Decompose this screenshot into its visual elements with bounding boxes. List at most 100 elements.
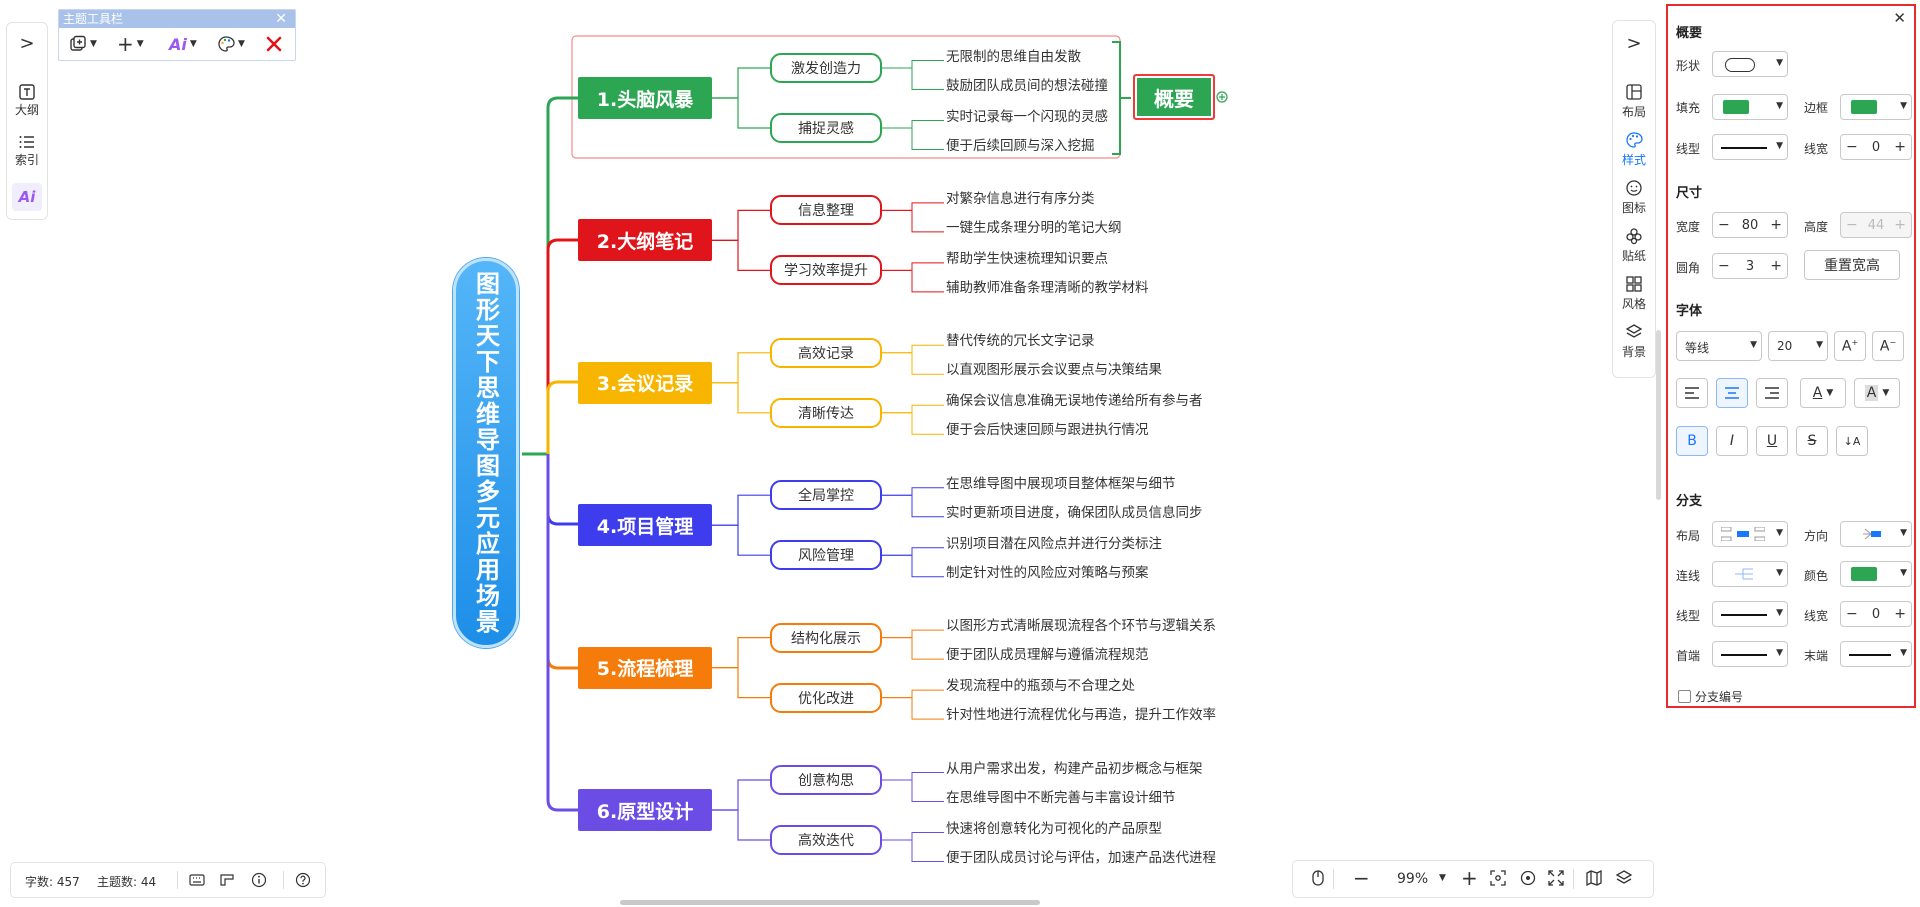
decrease-button[interactable]: − (1718, 217, 1730, 233)
index-tab[interactable]: 索引 (7, 133, 47, 168)
decrease-button[interactable]: − (1718, 258, 1730, 274)
tab-icons[interactable]: 图标 (1613, 179, 1655, 216)
reset-size-button[interactable]: 重置宽高 (1804, 250, 1900, 280)
branch-direction-select[interactable]: ▼ (1840, 521, 1912, 547)
leaf-topic[interactable]: 便于团队成员讨论与评估，加速产品迭代进程 (946, 849, 1216, 866)
leaf-topic[interactable]: 快速将创意转化为可视化的产品原型 (946, 820, 1162, 837)
leaf-topic[interactable]: 替代传统的冗长文字记录 (946, 333, 1095, 350)
branch-line-type-select[interactable]: ▼ (1712, 601, 1788, 627)
insert-topic-dropdown[interactable]: ▼ (69, 32, 97, 56)
hand-pan-icon[interactable] (1311, 869, 1325, 887)
map-icon[interactable] (1585, 869, 1603, 887)
subtopic[interactable]: 信息整理 (770, 195, 882, 226)
branch-topic[interactable]: 2.大纲笔记 (578, 219, 712, 262)
subtopic[interactable]: 高效记录 (770, 337, 882, 368)
style-dropdown[interactable]: ▼ (217, 32, 245, 56)
line-width-stepper[interactable]: − 0 + (1840, 134, 1912, 160)
increase-button[interactable]: + (1894, 139, 1906, 155)
branch-end-select[interactable]: ▼ (1840, 641, 1912, 667)
leaf-topic[interactable]: 识别项目潜在风险点并进行分类标注 (946, 535, 1162, 552)
width-stepper[interactable]: − 80 + (1712, 212, 1788, 238)
toolbar-close-button[interactable]: ✕ (275, 11, 287, 27)
leaf-topic[interactable]: 在思维导图中展现项目整体框架与细节 (946, 475, 1176, 492)
radius-stepper[interactable]: − 3 + (1712, 253, 1788, 279)
increase-button[interactable]: + (1770, 217, 1782, 233)
leaf-topic[interactable]: 无限制的思维自由发散 (946, 48, 1081, 65)
zoom-level[interactable]: 99% (1397, 871, 1429, 887)
font-color-select[interactable]: A▼ (1800, 378, 1846, 408)
delete-topic-button[interactable] (265, 32, 283, 56)
help-icon[interactable] (295, 872, 311, 888)
fill-color-select[interactable]: ▼ (1712, 94, 1788, 120)
add-dropdown[interactable]: + ▼ (117, 32, 144, 56)
leaf-topic[interactable]: 从用户需求出发，构建产品初步概念与框架 (946, 760, 1203, 777)
ai-dropdown[interactable]: Ai ▼ (169, 32, 197, 56)
chevron-down-icon[interactable]: ▼ (1439, 873, 1446, 883)
increase-font-button[interactable]: A+ (1834, 331, 1866, 361)
zoom-out-button[interactable]: − (1353, 866, 1370, 890)
leaf-topic[interactable]: 确保会议信息准确无误地传递给所有参与者 (946, 393, 1203, 410)
close-panel-button[interactable]: ✕ (1893, 9, 1906, 27)
line-type-select[interactable]: ▼ (1712, 134, 1788, 160)
subtopic[interactable]: 优化改进 (770, 682, 882, 713)
align-center-button[interactable] (1716, 378, 1748, 408)
zoom-in-button[interactable]: + (1461, 866, 1478, 890)
branch-topic[interactable]: 6.原型设计 (578, 789, 712, 831)
align-left-button[interactable] (1676, 378, 1708, 408)
branch-color-select[interactable]: ▼ (1840, 561, 1912, 587)
ruler-icon[interactable] (219, 873, 235, 887)
increase-button[interactable]: + (1770, 258, 1782, 274)
branch-topic[interactable]: 5.流程梳理 (578, 646, 712, 689)
leaf-topic[interactable]: 实时更新项目进度，确保团队成员信息同步 (946, 504, 1203, 521)
leaf-topic[interactable]: 实时记录每一个闪现的灵感 (946, 108, 1108, 125)
subtopic[interactable]: 风险管理 (770, 540, 882, 571)
subtopic[interactable]: 激发创造力 (770, 53, 882, 83)
leaf-topic[interactable]: 以图形方式清晰展现流程各个环节与逻辑关系 (946, 618, 1216, 635)
branch-line-width-stepper[interactable]: − 0 + (1840, 601, 1912, 627)
tab-layout[interactable]: 布局 (1613, 83, 1655, 120)
subtopic[interactable]: 捕捉灵感 (770, 113, 882, 143)
strikethrough-button[interactable]: S (1796, 426, 1828, 456)
expand-left-panel-button[interactable]: > (19, 33, 35, 54)
underline-button[interactable]: U (1756, 426, 1788, 456)
leaf-topic[interactable]: 辅助教师准备条理清晰的教学材料 (946, 279, 1149, 296)
radius-value[interactable]: 3 (1745, 258, 1755, 274)
leaf-topic[interactable]: 以直观图形展示会议要点与决策结果 (946, 362, 1162, 379)
align-right-button[interactable] (1756, 378, 1788, 408)
leaf-topic[interactable]: 一键生成条理分明的笔记大纲 (946, 219, 1122, 236)
locate-center-icon[interactable] (1519, 869, 1537, 887)
toolbar-title-bar[interactable]: 主题工具栏 ✕ (59, 10, 295, 28)
leaf-topic[interactable]: 便于后续回顾与深入挖掘 (946, 137, 1095, 154)
collapse-panel-button[interactable]: > (1626, 33, 1642, 54)
keyboard-icon[interactable] (189, 873, 205, 887)
fullscreen-icon[interactable] (1547, 869, 1565, 887)
branch-numbering-checkbox[interactable] (1678, 690, 1691, 703)
leaf-topic[interactable]: 针对性地进行流程优化与再造，提升工作效率 (946, 707, 1216, 724)
branch-topic[interactable]: 1.头脑风暴 (578, 77, 712, 119)
increase-button[interactable]: + (1894, 606, 1906, 622)
tab-background[interactable]: 背景 (1613, 323, 1655, 360)
ai-tab[interactable]: Ai (7, 183, 47, 211)
decrease-button[interactable]: − (1846, 139, 1858, 155)
decrease-font-button[interactable]: A− (1872, 331, 1904, 361)
subtopic[interactable]: 结构化展示 (770, 622, 882, 653)
layers-icon[interactable] (1615, 869, 1633, 887)
leaf-topic[interactable]: 便于团队成员理解与遵循流程规范 (946, 647, 1149, 664)
branch-line-width-value[interactable]: 0 (1871, 606, 1881, 622)
branch-topic[interactable]: 3.会议记录 (578, 361, 712, 404)
info-icon[interactable] (251, 872, 267, 888)
tab-theme[interactable]: 风格 (1613, 275, 1655, 312)
bold-button[interactable]: B (1676, 426, 1708, 456)
font-size-select[interactable]: 20 ▼ (1768, 331, 1828, 361)
width-value[interactable]: 80 (1741, 217, 1759, 233)
outline-tab[interactable]: 大纲 (7, 83, 47, 118)
leaf-topic[interactable]: 便于会后快速回顾与跟进执行情况 (946, 422, 1149, 439)
leaf-topic[interactable]: 制定针对性的风险应对策略与预案 (946, 564, 1149, 581)
leaf-topic[interactable]: 对繁杂信息进行有序分类 (946, 190, 1095, 207)
tab-style[interactable]: 样式 (1613, 131, 1655, 168)
tab-stickers[interactable]: 贴纸 (1613, 227, 1655, 264)
leaf-topic[interactable]: 帮助学生快速梳理知识要点 (946, 250, 1108, 267)
leaf-topic[interactable]: 在思维导图中不断完善与丰富设计细节 (946, 789, 1176, 806)
branch-layout-select[interactable]: ▼ (1712, 521, 1788, 547)
subtopic[interactable]: 清晰传达 (770, 397, 882, 428)
